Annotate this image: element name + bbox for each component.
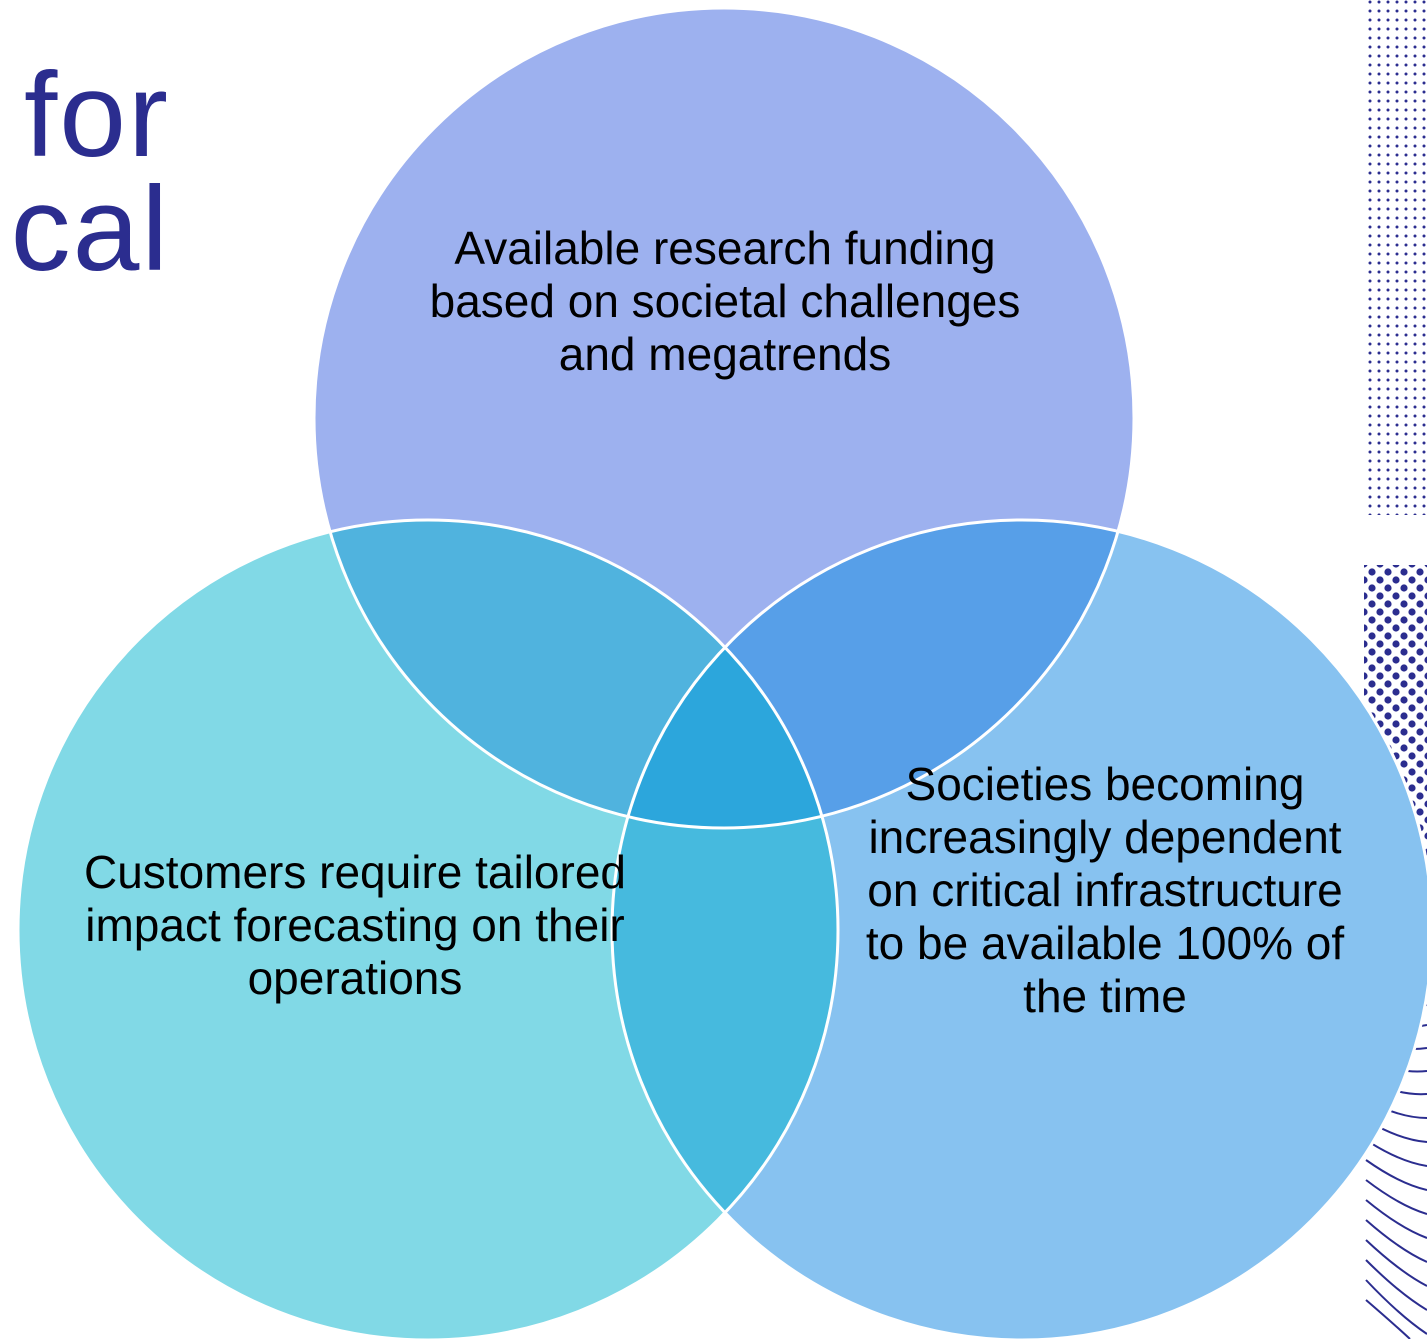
venn-label-right: Societies becoming increasingly dependen… [865, 758, 1345, 1022]
decor-dots-small [1366, 0, 1427, 515]
title-line-2: cal [10, 162, 170, 296]
venn-overlap-top-left [314, 520, 838, 828]
venn-outline-right [610, 518, 1427, 1339]
slide-title-fragment: for cal [0, 48, 170, 296]
venn-overlap-top-right [612, 520, 1134, 828]
venn-outline-left [16, 518, 840, 1339]
venn-label-top: Available research funding based on soci… [429, 222, 1021, 380]
venn-label-left: Customers require tailored impact foreca… [83, 846, 626, 1004]
venn-outline-top [312, 6, 1136, 830]
title-line-1: for [23, 48, 170, 182]
